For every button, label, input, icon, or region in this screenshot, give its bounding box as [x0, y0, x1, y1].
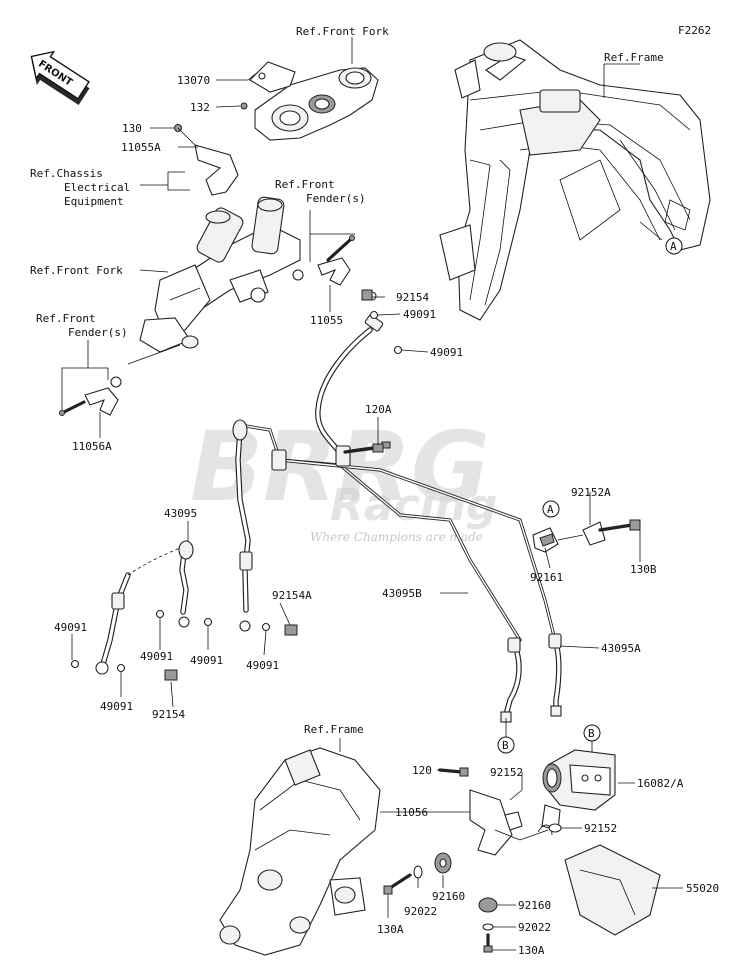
label-130A-1: 130A — [377, 923, 404, 936]
part-130A-bolt-right — [483, 933, 493, 953]
label-92022-2: 92022 — [518, 921, 551, 934]
leader-lines — [61, 37, 683, 951]
label-130: 130 — [122, 122, 142, 135]
part-11055A-clamp — [174, 124, 239, 196]
label-92161: 92161 — [530, 571, 563, 584]
ref-chassis-line1: Ref.Chassis — [30, 167, 103, 180]
ref-front-fender-l-line2: Fender(s) — [68, 326, 128, 339]
label-120: 120 — [412, 764, 432, 777]
part-55020-cover — [564, 844, 661, 936]
label-132: 132 — [190, 101, 210, 114]
circle-ref-b-abs: B — [583, 724, 601, 742]
part-92152-collar-lower — [548, 823, 562, 833]
label-11056: 11056 — [395, 806, 428, 819]
label-92152-1: 92152 — [490, 766, 523, 779]
ref-frame-top: Ref.Frame — [604, 51, 664, 64]
label-92160-2: 92160 — [518, 899, 551, 912]
label-92154-l: 92154 — [152, 708, 185, 721]
label-130A-2: 130A — [518, 944, 545, 957]
label-13070: 13070 — [177, 74, 210, 87]
label-120A: 120A — [365, 403, 392, 416]
part-92160-grommet-right — [478, 897, 498, 913]
label-11056A: 11056A — [72, 440, 112, 453]
ref-frame-bottom: Ref.Frame — [304, 723, 364, 736]
svg-text:A: A — [547, 503, 554, 516]
part-92152A-collar — [557, 519, 641, 546]
label-49091-l1: 49091 — [54, 621, 87, 634]
front-direction-badge: FRONT — [30, 50, 90, 106]
ref-front-fork-mid: Ref.Front Fork — [30, 264, 123, 277]
ref-front-fender-r-line1: Ref.Front — [275, 178, 335, 191]
part-132-screw — [240, 102, 248, 110]
part-120-bolt — [438, 767, 469, 777]
brake-pipe-43095A — [500, 633, 562, 723]
label-92152A: 92152A — [571, 486, 611, 499]
part-11056-bracket — [469, 789, 553, 856]
ref-chassis-line3: Equipment — [64, 195, 124, 208]
part-92160-grommet-left — [434, 852, 452, 874]
part-13070-bracket — [249, 61, 296, 93]
label-43095B: 43095B — [382, 587, 422, 600]
part-92022-washer-right — [482, 923, 494, 931]
ref-front-fork-top: Ref.Front Fork — [296, 25, 389, 38]
figure-code: F2262 — [678, 24, 711, 37]
label-11055: 11055 — [310, 314, 343, 327]
circle-ref-a-clamp: A — [542, 500, 560, 518]
label-11055A: 11055A — [121, 141, 161, 154]
ref-front-fender-r-line2: Fender(s) — [306, 192, 366, 205]
label-49091-l3: 49091 — [190, 654, 223, 667]
label-43095: 43095 — [164, 507, 197, 520]
label-55020: 55020 — [686, 882, 719, 895]
part-92022-washer-left — [413, 865, 423, 879]
labels: Ref.Front Fork Ref.Frame 13070 132 130 1… — [30, 25, 719, 957]
svg-text:A: A — [670, 240, 677, 253]
label-49091-l2: 49091 — [140, 650, 173, 663]
label-49091-top1: 49091 — [403, 308, 436, 321]
abs-hydraulic-unit-16082A — [541, 749, 616, 831]
circle-ref-a-frame: A — [665, 237, 683, 255]
watermark-sub: Racing — [330, 480, 498, 531]
part-92161-damper — [532, 527, 559, 553]
part-130A-bolt-left — [383, 873, 412, 895]
svg-text:B: B — [588, 727, 595, 740]
part-11056A-clip — [59, 376, 122, 416]
label-92154-top: 92154 — [396, 291, 429, 304]
ref-chassis-line2: Electrical — [64, 181, 130, 194]
svg-text:B: B — [502, 739, 509, 752]
lower-frame — [219, 747, 381, 956]
label-16082A: 16082/A — [637, 777, 684, 790]
label-92152-2: 92152 — [584, 822, 617, 835]
label-130B: 130B — [630, 563, 657, 576]
ref-front-fender-l-line1: Ref.Front — [36, 312, 96, 325]
circle-ref-b-hose: B — [497, 736, 515, 754]
label-49091-l4: 49091 — [246, 659, 279, 672]
fork-upper-bracket — [254, 67, 379, 141]
watermark-tagline: Where Champions are made — [310, 530, 483, 544]
label-92154A: 92154A — [272, 589, 312, 602]
label-92022-1: 92022 — [404, 905, 437, 918]
frame-assembly — [439, 39, 711, 321]
label-49091-top2: 49091 — [430, 346, 463, 359]
label-49091-l5: 49091 — [100, 700, 133, 713]
brake-hose-upper — [315, 289, 403, 458]
label-92160-1: 92160 — [432, 890, 465, 903]
part-11055-clip — [292, 235, 355, 286]
brake-hose-43095 — [70, 419, 298, 681]
front-fork-assembly — [139, 196, 301, 353]
label-43095A: 43095A — [601, 642, 641, 655]
